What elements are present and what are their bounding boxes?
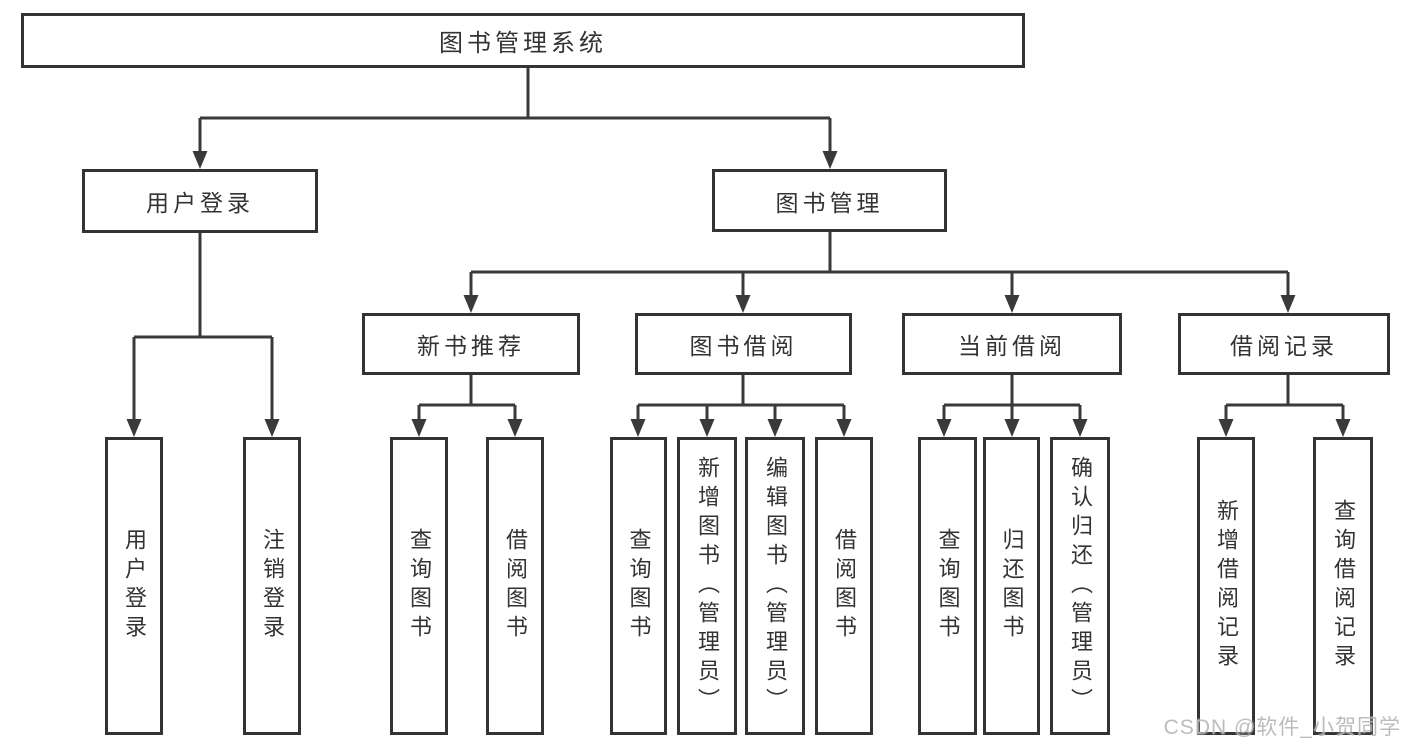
leaf-return-book: 归还图书 (983, 437, 1040, 735)
connector-borrow-record-children (1218, 375, 1351, 437)
leaf-logout: 注销登录 (243, 437, 301, 735)
leaf-confirm-return-admin: 确认归还（管理员） (1050, 437, 1110, 735)
connector-root-to-level2 (192, 68, 838, 169)
connector-book-borrow-children (630, 375, 852, 437)
leaf-query-borrow-record: 查询借阅记录 (1313, 437, 1373, 735)
leaf-recommend-borrow-book: 借阅图书 (486, 437, 544, 735)
csdn-watermark: CSDN @软件_小贺同学 (1163, 716, 1401, 739)
node-new-book-recommend: 新书推荐 (362, 313, 580, 375)
node-book-management: 图书管理 (712, 169, 947, 232)
connector-user-login-children (126, 233, 280, 437)
node-borrow-records: 借阅记录 (1178, 313, 1390, 375)
connector-current-borrow-children (936, 375, 1088, 437)
leaf-borrow-query-book: 查询图书 (610, 437, 667, 735)
node-book-borrow: 图书借阅 (635, 313, 852, 375)
leaf-user-login: 用户登录 (105, 437, 163, 735)
leaf-add-book-admin: 新增图书（管理员） (677, 437, 737, 735)
leaf-current-query-book: 查询图书 (918, 437, 977, 735)
connector-book-management-to-sections (463, 232, 1296, 313)
node-library-system: 图书管理系统 (21, 13, 1025, 68)
leaf-edit-book-admin: 编辑图书（管理员） (745, 437, 805, 735)
connector-new-book-children (411, 375, 523, 437)
leaf-borrow-book: 借阅图书 (815, 437, 873, 735)
leaf-add-borrow-record: 新增借阅记录 (1197, 437, 1255, 735)
leaf-recommend-query-book: 查询图书 (390, 437, 448, 735)
node-user-login: 用户登录 (82, 169, 318, 233)
node-current-borrow: 当前借阅 (902, 313, 1122, 375)
